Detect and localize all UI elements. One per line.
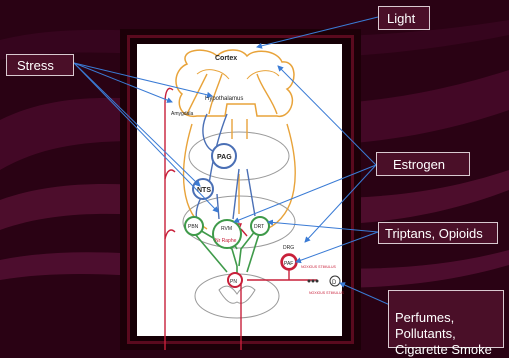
triptans-label: Triptans, Opioids: [385, 226, 483, 241]
estrogen-callout: Estrogen: [376, 152, 470, 176]
estrogen-label: Estrogen: [393, 157, 445, 172]
noxious-label-1: NOXIOUS STIMULUS: [301, 265, 336, 269]
light-label: Light: [387, 11, 415, 26]
paf-label: PAF: [284, 261, 293, 267]
perfumes-callout: Perfumes, Pollutants, Cigarette Smoke: [388, 290, 504, 348]
drt-label: DRT: [254, 224, 264, 230]
spinal-gray-matter: [219, 286, 255, 303]
migraine-pathway-diagram: D Cortex Hypothalamus Amygdala PAG NTS P…: [137, 44, 342, 350]
pbn-label: PBN: [188, 224, 199, 230]
triptans-callout: Triptans, Opioids: [378, 222, 498, 244]
svg-text:D: D: [332, 280, 337, 286]
hypothalamus-label: Hypothalamus: [205, 96, 243, 102]
nr-raphe-label: Nr Raphe: [215, 238, 237, 244]
pn-label: PN: [230, 279, 237, 285]
nts-label: NTS: [197, 187, 211, 194]
drg-label: DRG: [283, 245, 294, 251]
cortex-label: Cortex: [215, 55, 237, 62]
noxious-label-2: NOXIOUS STIMULUS: [309, 291, 344, 295]
cortex-inner: [197, 70, 279, 79]
pag-label: PAG: [217, 154, 232, 161]
stress-callout: Stress: [6, 54, 74, 76]
rvm-label: RVM: [221, 226, 232, 232]
stress-label: Stress: [17, 58, 54, 73]
light-callout: Light: [378, 6, 430, 30]
amygdala-label: Amygdala: [171, 111, 193, 117]
